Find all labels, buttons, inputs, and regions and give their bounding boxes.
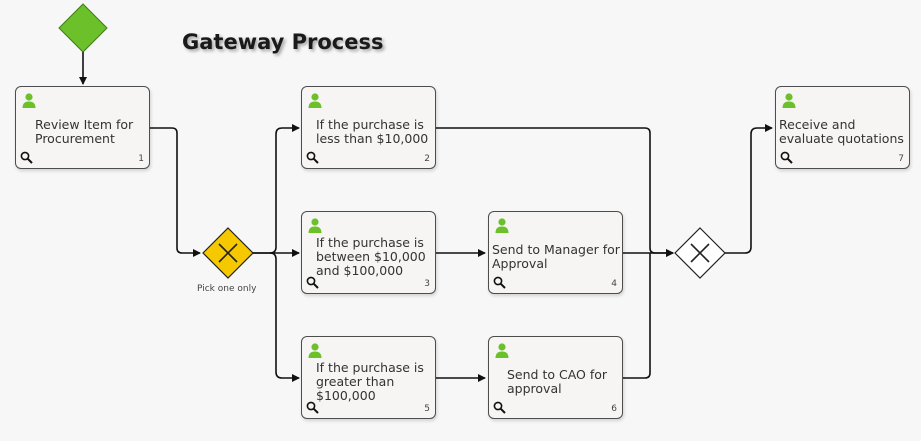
- exclusive-gateway-join[interactable]: [674, 227, 726, 279]
- flow-join-gateway-to-task7: [725, 124, 773, 254]
- task-label: Send to CAO for approval: [507, 367, 608, 396]
- flow-split-to-task2: [269, 124, 300, 254]
- start-event[interactable]: [58, 3, 108, 53]
- flow-task1-to-split-gateway: [150, 127, 201, 257]
- user-icon: [308, 218, 322, 233]
- task-receive-and-evaluate-quotations[interactable]: Receive and evaluate quotations 7: [775, 86, 910, 169]
- task-send-to-cao[interactable]: Send to CAO for approval 6: [488, 336, 623, 419]
- exclusive-gateway-split[interactable]: [202, 227, 254, 279]
- task-number: 2: [424, 154, 430, 164]
- task-purchase-less-than-10000[interactable]: If the purchase is less than $10,000 2: [301, 86, 436, 169]
- magnifier-icon[interactable]: [306, 401, 319, 414]
- task-label: If the purchase is less than $10,000: [316, 117, 429, 146]
- magnifier-icon[interactable]: [306, 276, 319, 289]
- task-purchase-greater-than-100000[interactable]: If the purchase is greater than $100,000…: [301, 336, 436, 419]
- task-send-to-manager[interactable]: Send to Manager for Approval 4: [488, 211, 623, 294]
- user-icon: [495, 218, 509, 233]
- task-number: 4: [611, 279, 617, 289]
- magnifier-icon[interactable]: [20, 151, 33, 164]
- task-purchase-between-10000-and-100000[interactable]: If the purchase is between $10,000 and $…: [301, 211, 436, 294]
- task-label: If the purchase is greater than $100,000: [316, 360, 424, 403]
- task-review-item[interactable]: Review Item for Procurement 1: [15, 86, 150, 169]
- user-icon: [308, 93, 322, 108]
- flow-task6-to-join-gateway: [623, 253, 651, 379]
- flow-split-to-task5: [269, 252, 300, 382]
- user-icon: [782, 93, 796, 108]
- task-number: 1: [138, 154, 144, 164]
- magnifier-icon[interactable]: [780, 151, 793, 164]
- task-label: Review Item for Procurement: [35, 117, 134, 146]
- diagram-title: Gateway Process: [182, 30, 384, 54]
- gateway-caption: Pick one only: [197, 284, 257, 294]
- user-icon: [22, 93, 36, 108]
- magnifier-icon[interactable]: [493, 276, 506, 289]
- task-number: 5: [424, 404, 430, 414]
- task-number: 7: [898, 154, 904, 164]
- user-icon: [495, 343, 509, 358]
- magnifier-icon[interactable]: [306, 151, 319, 164]
- magnifier-icon[interactable]: [493, 401, 506, 414]
- task-label: Send to Manager for Approval: [492, 242, 620, 271]
- task-number: 3: [424, 279, 430, 289]
- task-label: If the purchase is between $10,000 and $…: [316, 235, 426, 278]
- task-number: 6: [611, 404, 617, 414]
- user-icon: [308, 343, 322, 358]
- task-label: Receive and evaluate quotations: [779, 117, 904, 146]
